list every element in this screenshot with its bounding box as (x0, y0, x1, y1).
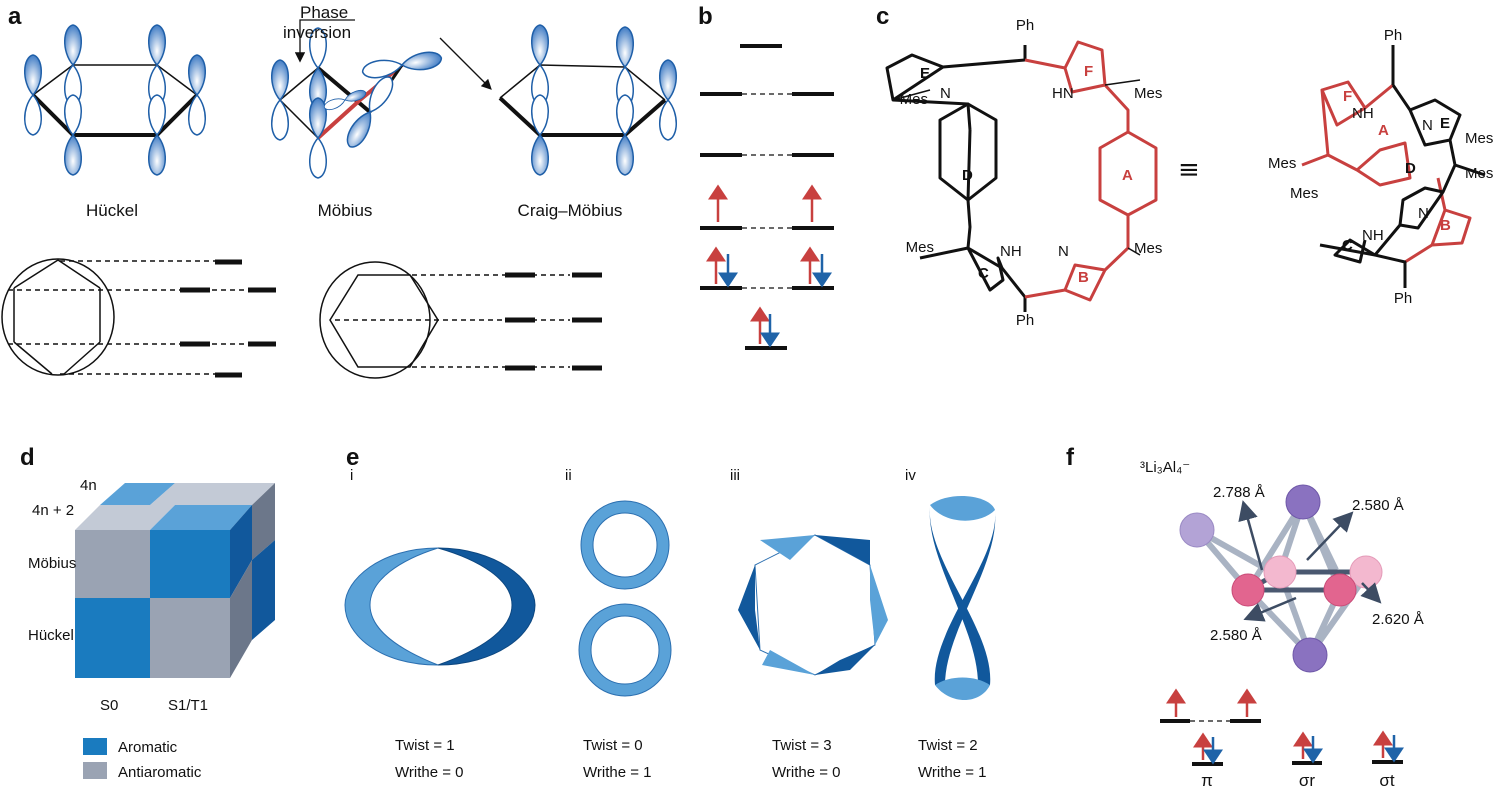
ph-label-bottom-3d: Ph (1394, 290, 1412, 307)
ring-label-f: F (1084, 63, 1093, 80)
legend-label-aromatic: Aromatic (118, 739, 178, 756)
panel-label-e: e (346, 444, 359, 471)
orbital-label-pi: π (1201, 771, 1213, 790)
numeral-i: i (350, 467, 353, 484)
writhe-label: Writhe = 0 (395, 764, 464, 781)
band-twist-0-writhe-1 (578, 500, 672, 697)
mes-label: Mes (1465, 130, 1493, 147)
mobius-frost-circle (319, 261, 602, 379)
twist-label: Twist = 3 (772, 737, 832, 754)
li-atom (1292, 637, 1328, 673)
writhe-label: Writhe = 1 (918, 764, 987, 781)
numeral-ii: ii (565, 467, 572, 484)
huckel-label: Hückel (86, 201, 138, 220)
n-label: N (940, 85, 951, 102)
legend-swatch-antiaromatic (83, 762, 107, 779)
n-label: N (1418, 205, 1429, 222)
row-label-4n: 4n (80, 477, 97, 494)
writhe-label: Writhe = 0 (772, 764, 841, 781)
macrocycle-3d-structure: Ph Ph Mes Mes Mes Mes F A E D B C NH N N… (1268, 27, 1493, 307)
distance-label: 2.620 Å (1372, 611, 1424, 628)
hn-label: HN (1052, 85, 1074, 102)
mes-label: Mes (1465, 165, 1493, 182)
ph-label-top-3d: Ph (1384, 27, 1402, 44)
ph-label-bottom: Ph (1016, 312, 1034, 329)
panel-label-d: d (20, 444, 35, 471)
panel-label-c: c (876, 3, 889, 30)
ph-label-top: Ph (1016, 17, 1034, 34)
n-label: N (1058, 243, 1069, 260)
energy-level-diagram-b (700, 44, 834, 350)
twist-label: Twist = 0 (583, 737, 643, 754)
distance-label: 2.788 Å (1213, 484, 1265, 501)
huckel-orbital-diagram (23, 24, 207, 176)
nh-label: NH (1362, 227, 1384, 244)
ring-label-b: B (1440, 217, 1451, 234)
mes-label: Mes (900, 91, 928, 108)
li3al4-cluster: 2.788 Å 2.580 Å 2.620 Å 2.580 Å (1179, 484, 1424, 673)
al-atom (1323, 573, 1357, 607)
row-label-huckel: Hückel (28, 627, 74, 644)
phase-inversion-arrow-left (294, 19, 355, 63)
panel-label-f: f (1066, 444, 1075, 471)
band-captions: Twist = 1 Writhe = 0 Twist = 0 Writhe = … (395, 737, 987, 781)
writhe-label: Writhe = 1 (583, 764, 652, 781)
distance-label: 2.580 Å (1352, 497, 1404, 514)
mes-label: Mes (1290, 185, 1318, 202)
panel-label-a: a (8, 3, 22, 30)
cluster-formula: ³Li₃Al₄⁻ (1140, 459, 1190, 476)
panel-label-b: b (698, 3, 713, 30)
aromaticity-cube (75, 483, 275, 678)
numeral-iii: iii (730, 467, 740, 484)
mes-label: Mes (906, 239, 934, 256)
li-atom (1285, 484, 1321, 520)
mes-label: Mes (1134, 85, 1162, 102)
twist-label: Twist = 1 (395, 737, 455, 754)
band-twist-2-writhe-1 (929, 495, 996, 700)
col-label-s0: S0 (100, 697, 118, 714)
li3al4-energy-levels: π σr σt (1160, 688, 1404, 790)
mobius-orbital-diagram: Phase inversion (270, 3, 492, 179)
nh-label: NH (1000, 243, 1022, 260)
row-label-4n2: 4n + 2 (32, 502, 74, 519)
band-twist-3 (738, 534, 888, 676)
ring-label-a: A (1378, 122, 1389, 139)
ring-label-f: F (1343, 88, 1352, 105)
macrocycle-structure: Ph Ph Mes Mes Mes Mes E F D A C B N HN N… (885, 17, 1200, 329)
row-label-mobius: Möbius (28, 555, 76, 572)
twist-label: Twist = 2 (918, 737, 978, 754)
huckel-frost-circle (1, 258, 276, 378)
ring-label-c: C (978, 265, 989, 282)
ring-label-c: C (1342, 237, 1353, 254)
craig-mobius-label: Craig–Möbius (518, 201, 623, 220)
legend-swatch-aromatic (83, 738, 107, 755)
band-numerals: i ii iii iv (350, 467, 916, 484)
n-label: N (1422, 117, 1433, 134)
mes-label: Mes (1134, 240, 1162, 257)
equivalence-symbol: ≡ (1178, 155, 1200, 185)
col-label-s1t1: S1/T1 (168, 697, 208, 714)
craig-mobius-orbital-diagram (498, 24, 678, 176)
mes-label: Mes (1268, 155, 1296, 172)
legend-label-antiaromatic: Antiaromatic (118, 764, 202, 781)
phase-inversion-label-line1: Phase (300, 3, 348, 22)
ring-label-e: E (1440, 115, 1450, 132)
numeral-iv: iv (905, 467, 916, 484)
al-atom (1263, 555, 1297, 589)
ring-label-e: E (920, 65, 930, 82)
orbital-label-sigma-t: σt (1379, 771, 1394, 790)
al-atom (1231, 573, 1265, 607)
distance-label: 2.580 Å (1210, 627, 1262, 644)
ring-label-b: B (1078, 269, 1089, 286)
phase-inversion-arrow-right (439, 37, 492, 90)
nh-label: NH (1352, 105, 1374, 122)
band-twist-1 (344, 547, 536, 666)
ring-label-d: D (1405, 160, 1416, 177)
li-atom (1179, 512, 1215, 548)
mobius-label: Möbius (318, 201, 373, 220)
ring-label-d: D (962, 167, 973, 184)
ring-label-a: A (1122, 167, 1133, 184)
phase-inversion-label-line2: inversion (283, 23, 351, 42)
orbital-label-sigma-r: σr (1299, 771, 1315, 790)
